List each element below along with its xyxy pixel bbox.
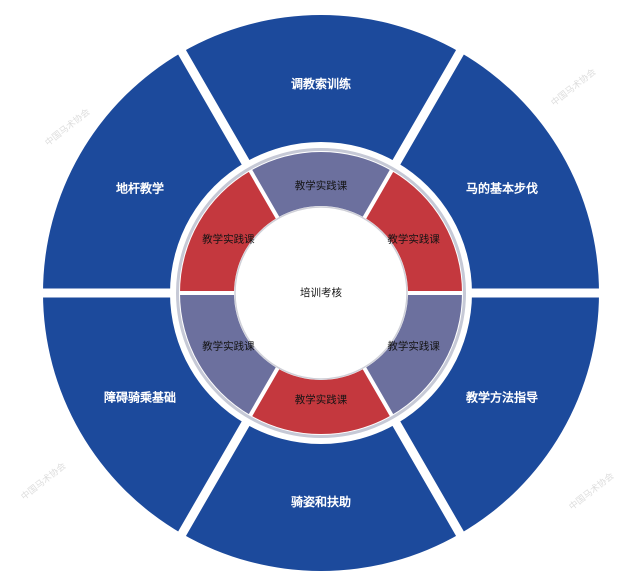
center-label: 培训考核 (300, 286, 342, 299)
outer-segment-label-lower-right: 教学方法指导 (465, 390, 538, 405)
outer-segment-label-top: 调教索训练 (291, 76, 351, 91)
inner-segment-label-upper-right: 教学实践课 (387, 233, 440, 246)
inner-ring-segment-lower-right (364, 293, 462, 416)
inner-ring-segment-top (250, 152, 392, 218)
outer-ring-segment-upper-right (396, 52, 599, 294)
outer-segment-divider (175, 44, 253, 170)
outer-ring-segment-lower-left (43, 293, 246, 534)
outer-segment-label-upper-left: 地杆教学 (116, 181, 164, 196)
watermark-text: 中国马术协会 (42, 106, 92, 149)
inner-segment-label-top: 教学实践课 (295, 179, 348, 192)
segment-labels: 调教索训练马的基本步伐教学方法指导骑姿和扶助障碍骑乘基础地杆教学教学实践课教学实… (104, 76, 538, 509)
inner-segment-label-lower-left: 教学实践课 (202, 340, 255, 353)
outer-ring-segment-upper-left (43, 52, 246, 294)
outer-segment-label-lower-left: 障碍骑乘基础 (104, 390, 176, 405)
outer-segment-divider (389, 44, 467, 170)
outer-ring-segment-top (182, 14, 460, 163)
outer-segment-divider (175, 416, 253, 542)
inner-ring-segment-upper-left (180, 170, 278, 293)
inner-ring (180, 152, 462, 434)
inner-segment-divider (247, 167, 281, 222)
inner-segment-label-upper-left: 教学实践课 (202, 233, 255, 246)
inner-segment-divider (361, 364, 395, 419)
outer-ring-segment-lower-right (396, 293, 599, 534)
watermark-text: 中国马术协会 (566, 470, 616, 513)
inner-segment-label-bottom: 教学实践课 (295, 393, 348, 406)
outer-ring (43, 14, 599, 571)
watermark-text: 中国马术协会 (548, 66, 598, 109)
inner-segment-label-lower-right: 教学实践课 (387, 340, 440, 353)
inner-segment-divider (247, 364, 281, 419)
inner-ring-segment-lower-left (180, 293, 278, 416)
watermark-text: 中国马术协会 (18, 460, 68, 503)
segment-dividers (37, 44, 605, 542)
inner-ring-outline (176, 148, 466, 438)
inner-ring-segment-bottom (250, 368, 392, 434)
center-circle (234, 206, 408, 380)
outer-segment-label-bottom: 骑姿和扶助 (291, 494, 351, 509)
inner-segment-divider (361, 167, 395, 222)
outer-segment-label-upper-right: 马的基本步伐 (466, 181, 538, 196)
outer-segment-divider (389, 416, 467, 542)
inner-ring-segment-upper-right (364, 170, 462, 293)
outer-ring-segment-bottom (182, 423, 460, 571)
